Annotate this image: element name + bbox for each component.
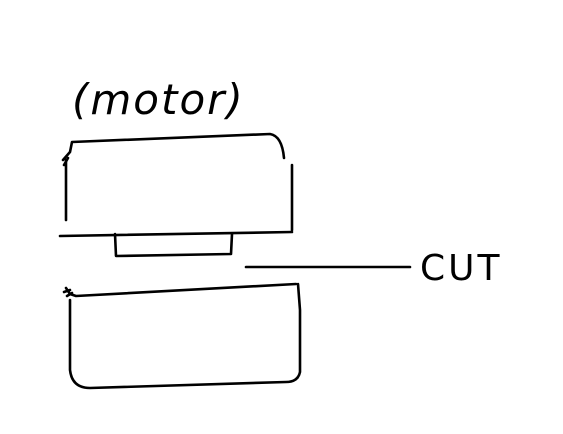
motor-housing-lower (62, 282, 302, 390)
housing-baseline (58, 230, 294, 238)
motor-housing-upper (61, 132, 294, 232)
cut-label: CUT (420, 248, 502, 289)
motor-label: (motor) (72, 75, 245, 124)
motor-shaft-tab (113, 232, 234, 258)
